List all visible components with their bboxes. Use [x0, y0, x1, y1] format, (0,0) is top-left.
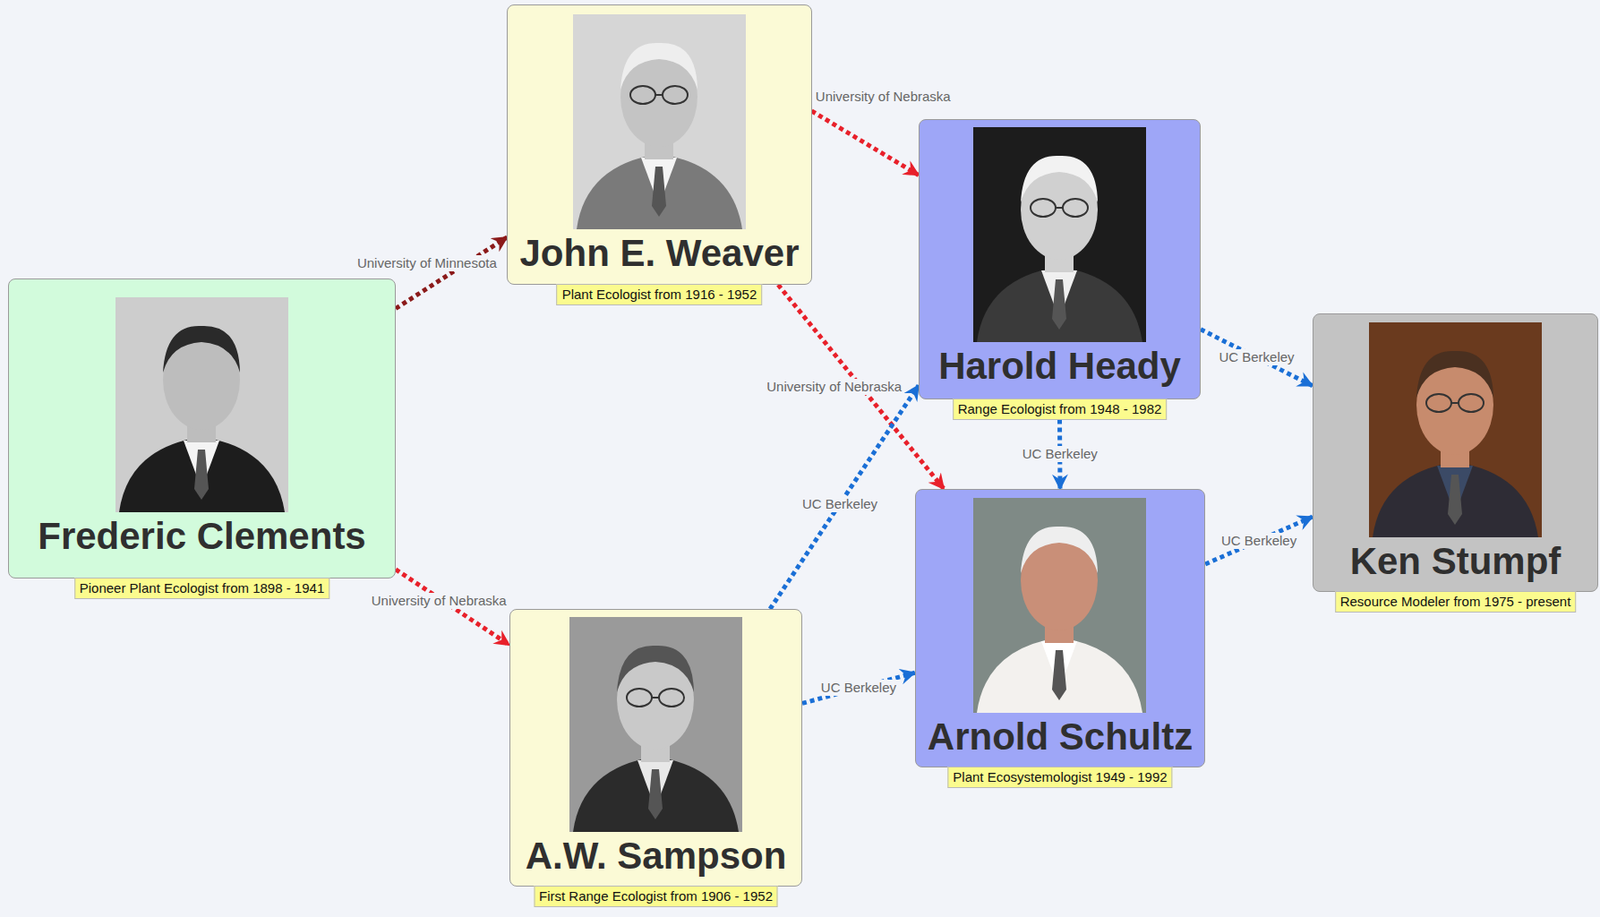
- photo-glasses: [1030, 198, 1088, 217]
- person-name: Frederic Clements: [37, 515, 366, 557]
- person-name: Arnold Schultz: [927, 716, 1193, 758]
- photo-lens: [1062, 198, 1088, 217]
- photo-ground: [115, 297, 289, 513]
- photo-ground: [1368, 322, 1542, 538]
- photo-bridge: [1055, 206, 1063, 209]
- person-box: John E. WeaverPlant Ecologist from 1916 …: [506, 4, 812, 285]
- photo-glasses: [626, 688, 685, 707]
- edge-label: University of Nebraska: [369, 592, 509, 609]
- career-caption: Plant Ecologist from 1916 - 1952: [556, 283, 763, 306]
- person-name: Ken Stumpf: [1350, 540, 1562, 582]
- photo-tie: [1052, 650, 1067, 701]
- portrait-photo: [973, 127, 1147, 343]
- photo-hair: [162, 325, 240, 373]
- person-box: Frederic ClementsPioneer Plant Ecologist…: [8, 278, 396, 579]
- photo-ground: [973, 127, 1147, 343]
- lineage-arrow: [1057, 419, 1062, 490]
- lineage-arrow: [1205, 516, 1313, 565]
- photo-body: [119, 436, 285, 513]
- photo-glasses: [630, 85, 688, 104]
- person-name: A.W. Sampson: [525, 835, 788, 877]
- portrait-photo: [115, 297, 289, 513]
- photo-body: [1372, 462, 1539, 538]
- photo-hair: [1020, 155, 1098, 203]
- person-name: John E. Weaver: [519, 232, 799, 274]
- photo-lens: [658, 688, 685, 707]
- lineage-arrow: [395, 237, 507, 309]
- lineage-arrow: [812, 111, 920, 176]
- lineage-arrow: [395, 569, 510, 645]
- photo-body: [576, 154, 743, 230]
- photo-bridge: [1451, 402, 1459, 404]
- photo-hair: [1416, 350, 1494, 398]
- photo-ground: [573, 14, 746, 230]
- portrait-photo: [569, 616, 743, 832]
- photo-hair: [620, 42, 698, 90]
- edge-label: UC Berkeley: [1020, 445, 1100, 463]
- photo-lens: [1030, 198, 1056, 217]
- photo-tie: [1052, 279, 1067, 330]
- person-box: Ken StumpfResource Modeler from 1975 - p…: [1312, 313, 1599, 592]
- person-box: Arnold SchultzPlant Ecosystemologist 194…: [915, 488, 1206, 768]
- photo-hair: [616, 645, 694, 693]
- photo-ground: [973, 497, 1147, 713]
- photo-lens: [1426, 393, 1452, 412]
- edge-label: UC Berkeley: [1219, 532, 1299, 549]
- person-name: Harold Heady: [938, 345, 1181, 387]
- photo-lens: [1458, 393, 1484, 412]
- photo-tie: [1447, 474, 1463, 525]
- portrait-photo: [573, 14, 746, 230]
- edge-label: UC Berkeley: [800, 496, 880, 513]
- portrait-photo: [1368, 322, 1542, 538]
- photo-body: [573, 756, 739, 832]
- lineage-arrow: [1200, 329, 1313, 386]
- edge-label: University of Minnesota: [355, 255, 499, 272]
- career-caption: Range Ecologist from 1948 - 1982: [952, 398, 1168, 420]
- photo-tie: [194, 449, 209, 500]
- edge-label: University of Nebraska: [764, 378, 904, 395]
- photo-tie: [648, 769, 663, 820]
- photo-lens: [662, 85, 688, 104]
- edge-label: UC Berkeley: [819, 679, 899, 696]
- lineage-arrow: [770, 385, 919, 609]
- person-box: A.W. SampsonFirst Range Ecologist from 1…: [509, 608, 803, 887]
- photo-bridge: [651, 696, 659, 699]
- photo-bridge: [655, 94, 663, 96]
- career-caption: First Range Ecologist from 1906 - 1952: [533, 885, 779, 907]
- person-box: Harold HeadyRange Ecologist from 1948 - …: [918, 119, 1201, 400]
- career-caption: Resource Modeler from 1975 - present: [1334, 590, 1577, 613]
- photo-body: [976, 266, 1143, 343]
- career-caption: Pioneer Plant Ecologist from 1898 - 1941: [74, 577, 331, 599]
- photo-lens: [626, 688, 652, 707]
- edge-label: UC Berkeley: [1216, 349, 1296, 366]
- photo-ground: [569, 616, 743, 832]
- edge-label: University of Nebraska: [813, 88, 953, 105]
- photo-glasses: [1426, 393, 1484, 412]
- photo-tie: [651, 166, 667, 217]
- lineage-arrow: [802, 672, 916, 703]
- photo-body: [976, 637, 1143, 713]
- photo-hair: [1020, 526, 1098, 574]
- portrait-photo: [973, 497, 1147, 713]
- photo-lens: [630, 85, 656, 104]
- career-caption: Plant Ecosystemologist 1949 - 1992: [947, 766, 1173, 788]
